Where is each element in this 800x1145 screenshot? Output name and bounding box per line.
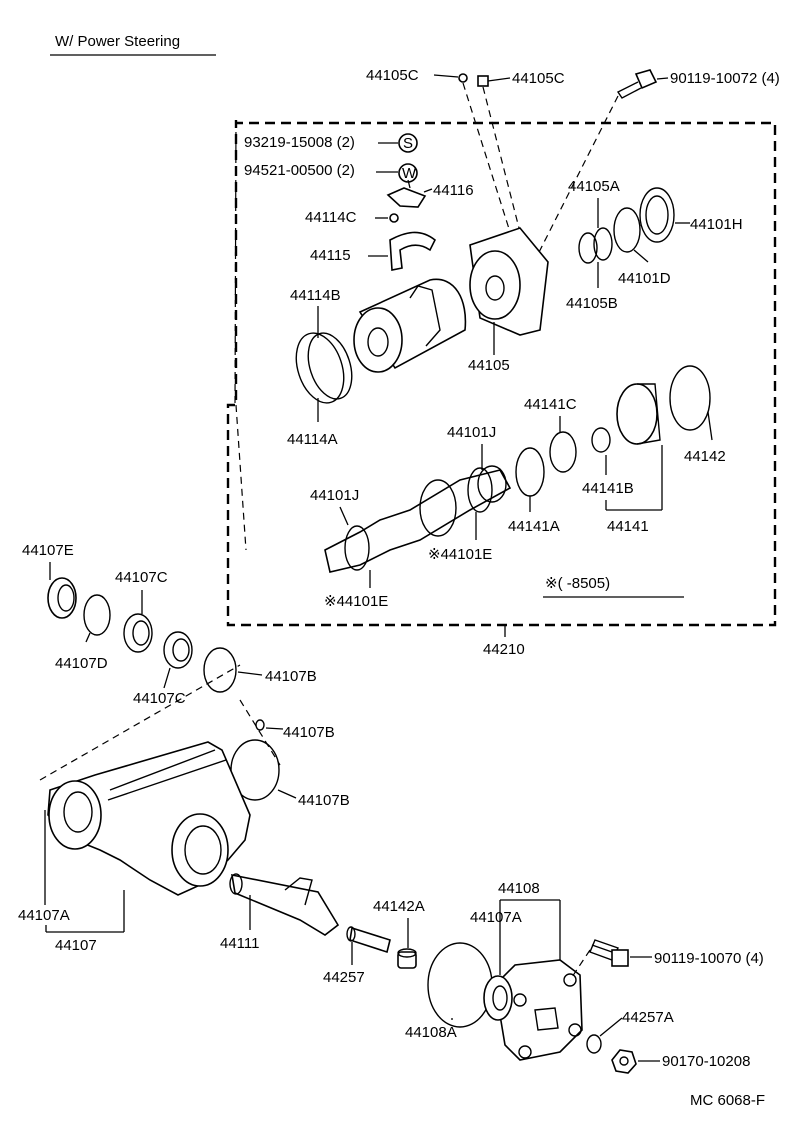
nipple-44105C-a — [458, 73, 468, 83]
label-44107C-a: 44107C — [115, 569, 168, 586]
label-44101E-a: ※44101E — [428, 546, 492, 563]
label-44257: 44257 — [323, 969, 365, 986]
label-44114C: 44114C — [305, 209, 357, 226]
bolt-90119-10070 — [589, 939, 629, 967]
label-44101J-a: 44101J — [447, 424, 496, 441]
cap-44105C-b — [477, 75, 489, 87]
label-44101J-b: 44101J — [310, 487, 359, 504]
svg-text:W: W — [402, 165, 417, 182]
gear-housing-44107 — [47, 741, 251, 896]
label-44105B: 44105B — [566, 295, 618, 312]
bolt-90119-10072 — [616, 69, 658, 99]
label-44105A: 44105A — [568, 178, 620, 195]
label-44257A: 44257A — [622, 1009, 674, 1026]
label-90170-10208: 90170-10208 — [662, 1053, 750, 1070]
label-93219-15008: 93219-15008 (2) — [244, 134, 355, 151]
label-44210: 44210 — [483, 641, 525, 658]
oring-44107B-b — [255, 719, 265, 731]
clip-44115 — [389, 231, 437, 271]
label-44107D: 44107D — [55, 655, 108, 672]
ring-44114A — [307, 332, 353, 400]
bearing-44101H — [639, 187, 675, 243]
snap-ring-44142 — [669, 365, 711, 431]
valve-housing-44105 — [469, 227, 549, 336]
label-44107A-a: 44107A — [18, 907, 70, 924]
label-44114A: 44114A — [287, 431, 338, 448]
label-44107B-c: 44107B — [298, 792, 350, 809]
cap-nut-44142A — [397, 948, 417, 969]
label-44111: 44111 — [220, 935, 260, 952]
label-44115: 44115 — [310, 247, 351, 264]
washer-44101D — [613, 207, 641, 253]
label-90119-10070: 90119-10070 (4) — [654, 950, 764, 967]
label-44108: 44108 — [498, 880, 540, 897]
label-94521-00500: 94521-00500 (2) — [244, 162, 355, 179]
lock-nut-90170-10208 — [611, 1049, 637, 1074]
side-cover-44108 — [483, 959, 583, 1061]
label-44142A: 44142A — [373, 898, 425, 915]
catalog-code: MC 6068-F — [690, 1092, 765, 1109]
bushing-44107C-b — [163, 631, 193, 669]
assembly-44210-box — [226, 120, 777, 627]
production-note: ※( -8505) — [545, 575, 610, 592]
ring-44114B — [295, 332, 345, 404]
label-44101E-b: ※44101E — [324, 593, 388, 610]
bushing-44107C-a — [123, 613, 153, 653]
label-90119-10072: 90119-10072 (4) — [670, 70, 780, 87]
label-44101H: 44101H — [690, 216, 743, 233]
control-valve-shaft — [324, 465, 512, 573]
label-44107E: 44107E — [22, 542, 74, 559]
valve-piston — [353, 278, 467, 373]
label-44107A-b: 44107A — [470, 909, 522, 926]
label-44141: 44141 — [607, 518, 649, 535]
seal-44101J-a — [467, 467, 493, 513]
gasket-44108A — [427, 942, 493, 1028]
bushing-44141 — [616, 383, 661, 445]
svg-text:S: S — [403, 135, 413, 152]
label-44141C: 44141C — [524, 396, 577, 413]
label-44107B-a: 44107B — [265, 668, 317, 685]
sector-shaft-44111 — [229, 873, 340, 936]
label-44142: 44142 — [684, 448, 726, 465]
label-44101D: 44101D — [618, 270, 671, 287]
nut-44141C — [549, 431, 577, 473]
oring-44107B-a — [203, 647, 237, 693]
oil-seal-44107E — [47, 577, 77, 619]
label-44105C-b: 44105C — [512, 70, 565, 87]
label-44107C-b: 44107C — [133, 690, 186, 707]
label-44141A: 44141A — [508, 518, 560, 535]
plate-44116 — [386, 187, 427, 208]
label-44107B-b: 44107B — [283, 724, 335, 741]
ring-44141B — [591, 427, 611, 453]
label-44141B: 44141B — [582, 480, 634, 497]
s-marker-icon — [398, 133, 418, 153]
oring-44141A — [515, 447, 545, 497]
label-44107: 44107 — [55, 937, 97, 954]
label-44114B: 44114B — [290, 287, 341, 304]
label-44105: 44105 — [468, 357, 510, 374]
label-44105C-a: 44105C — [366, 67, 419, 84]
snap-ring-44107D — [83, 594, 111, 636]
washer-44257A — [586, 1034, 602, 1054]
label-44108A: 44108A — [405, 1024, 457, 1041]
label-44116: 44116 — [433, 182, 474, 199]
seal-44101J-b — [344, 525, 370, 571]
seal-44105B — [593, 227, 613, 261]
adjusting-screw-44257 — [346, 926, 391, 954]
seal-44105A — [578, 232, 598, 264]
diagram-title: W/ Power Steering — [55, 33, 180, 50]
pin-44114C — [389, 213, 399, 223]
